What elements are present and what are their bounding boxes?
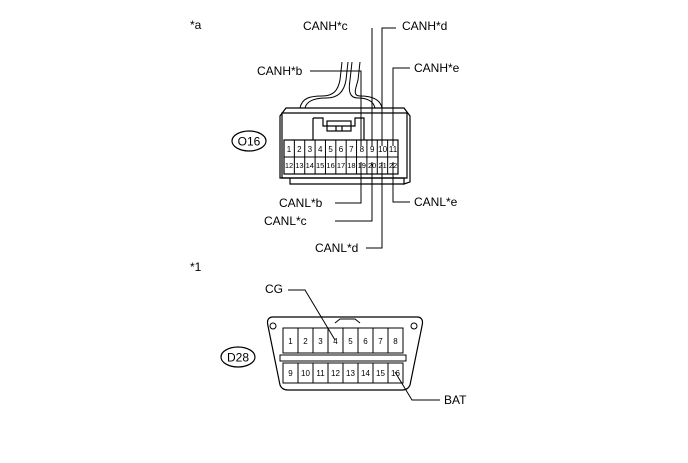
o16-pin-4: 4 — [318, 145, 323, 154]
o16-pin-16: 16 — [326, 161, 334, 170]
label-cg: CG — [265, 282, 283, 296]
o16-pin-10: 10 — [378, 145, 387, 154]
d28-pin-14: 14 — [361, 369, 370, 378]
d28-pin-2: 2 — [303, 337, 308, 346]
o16-pin-2: 2 — [297, 145, 302, 154]
o16-id-oval — [231, 130, 267, 152]
o16-pin-15: 15 — [316, 161, 324, 170]
o16-pin-21: 21 — [378, 161, 386, 170]
o16-pin-18: 18 — [347, 161, 355, 170]
d28-bottom-pins: 9 10 11 12 13 14 15 16 — [288, 369, 400, 378]
d28-pin-9: 9 — [288, 369, 293, 378]
connector1-ref-mark: *a — [190, 18, 202, 32]
o16-pin-6: 6 — [339, 145, 344, 154]
label-canl-e: CANL*e — [414, 195, 458, 209]
d28-pin-12: 12 — [331, 369, 340, 378]
o16-pin-19: 19 — [358, 161, 366, 170]
label-canh-b: CANH*b — [257, 64, 303, 78]
d28-key-notch — [334, 318, 361, 324]
label-canh-c: CANH*c — [303, 19, 348, 33]
d28-pin-6: 6 — [363, 337, 368, 346]
d28-left-hole — [269, 322, 277, 330]
label-bat: BAT — [444, 393, 467, 407]
o16-leader-lines — [310, 27, 410, 249]
d28-right-hole — [410, 322, 418, 330]
d28-pin-8: 8 — [393, 337, 398, 346]
label-canl-c: CANL*c — [264, 214, 307, 228]
o16-pin-12: 12 — [285, 161, 293, 170]
d28-pin-1: 1 — [288, 337, 293, 346]
o16-wire-bundle — [299, 61, 383, 109]
o16-pin-3: 3 — [308, 145, 313, 154]
o16-pin-5: 5 — [328, 145, 333, 154]
d28-connector-body — [266, 316, 424, 391]
label-canl-b: CANL*b — [279, 196, 323, 210]
d28-pin-5: 5 — [348, 337, 353, 346]
o16-pin-13: 13 — [295, 161, 303, 170]
connector1-id: O16 — [238, 135, 261, 149]
o16-pin-9: 9 — [370, 145, 375, 154]
d28-pin-3: 3 — [318, 337, 323, 346]
o16-pin-17: 17 — [337, 161, 345, 170]
d28-cavity-divisions — [297, 328, 389, 383]
o16-top-pins: 1 2 3 4 5 6 7 8 9 10 11 — [287, 145, 398, 154]
o16-pin-11: 11 — [389, 145, 398, 154]
label-canh-d: CANH*d — [402, 19, 447, 33]
label-canl-d: CANL*d — [315, 241, 358, 255]
d28-pin-11: 11 — [316, 369, 325, 378]
o16-bottom-pins: 12 13 14 15 16 17 18 19 20 21 22 — [285, 161, 397, 170]
o16-pin-7: 7 — [349, 145, 354, 154]
d28-pin-15: 15 — [376, 369, 385, 378]
connector2-id: D28 — [227, 351, 249, 365]
d28-leader-lines — [288, 289, 440, 401]
d28-pin-4: 4 — [333, 337, 338, 346]
o16-pin-8: 8 — [360, 145, 365, 154]
d28-pin-13: 13 — [346, 369, 355, 378]
d28-top-pins: 1 2 3 4 5 6 7 8 — [288, 337, 398, 346]
connector2-ref-mark: *1 — [190, 260, 202, 274]
d28-id-oval — [220, 346, 256, 368]
label-canh-e: CANH*e — [414, 61, 460, 75]
d28-middle-bar — [279, 354, 407, 362]
o16-pin-14: 14 — [306, 161, 314, 170]
d28-pin-10: 10 — [301, 369, 310, 378]
o16-pin-1: 1 — [287, 145, 292, 154]
d28-pin-7: 7 — [378, 337, 383, 346]
